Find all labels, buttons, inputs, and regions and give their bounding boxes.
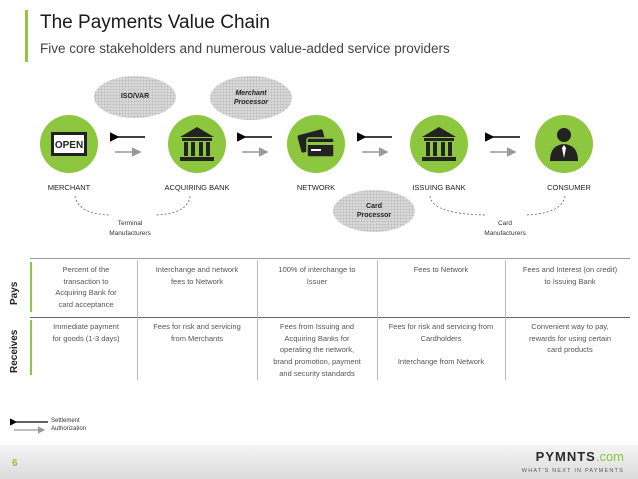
consumer-node [535, 115, 593, 173]
network-label: NETWORK [296, 183, 336, 192]
pays-cell-merchant: Percent of the transaction to Acquiring … [55, 265, 117, 309]
receives-label: Receives [9, 329, 20, 373]
issuing-bank-node [410, 115, 468, 173]
pymnts-logo: PYMNTS.com [535, 449, 624, 464]
footer-bar [0, 445, 638, 479]
column-divider [505, 260, 506, 380]
terminal-manufacturers-label: Terminal Manufacturers [109, 220, 151, 238]
card-processor-provider: Card Processor [333, 190, 415, 232]
svg-text:OPEN: OPEN [55, 140, 83, 151]
network-node [287, 115, 345, 173]
column-divider [257, 260, 258, 380]
pays-top-divider [30, 258, 630, 259]
pays-accent-bar [30, 262, 32, 312]
acquiring-bank-label: ACQUIRING BANK [164, 183, 230, 192]
bank-icon [180, 127, 214, 161]
receives-accent-bar [30, 320, 32, 375]
acquiring-bank-node [168, 115, 226, 173]
logo-tagline: WHAT'S NEXT IN PAYMENTS [521, 468, 624, 474]
legend-authorization: Authorization [51, 426, 87, 432]
pays-cell-acquiring-bank: Interchange and network fees to Network [155, 265, 239, 286]
receives-cell-network: Fees from Issuing and Acquiring Banks fo… [273, 322, 361, 378]
issuing-bank-label: ISSUING BANK [412, 183, 466, 192]
merchant-label: MERCHANT [47, 183, 91, 192]
receives-cell-issuing-bank: Fees for risk and servicing from Cardhol… [388, 322, 494, 366]
iso-var-provider: ISO/VAR [94, 76, 176, 118]
receives-cell-consumer: Convenient way to pay, rewards for using… [528, 322, 612, 355]
pays-cell-consumer: Fees and Interest (on credit) to Issuing… [522, 265, 618, 286]
receives-cell-acquiring-bank: Fees for risk and servicing from Merchan… [153, 322, 241, 343]
pays-cell-issuing-bank: Fees to Network [413, 265, 469, 274]
consumer-label: CONSUMER [547, 183, 591, 192]
pays-cell-network: 100% of interchange to Issuer [278, 265, 356, 286]
pays-label: Pays [9, 281, 20, 305]
person-icon [550, 128, 578, 161]
merchant-node: OPEN [40, 115, 98, 173]
open-sign-icon: OPEN [51, 132, 87, 156]
merchant-processor-provider: Merchant Processor [210, 76, 292, 120]
page-subtitle: Five core stakeholders and numerous valu… [40, 41, 450, 56]
page-title: The Payments Value Chain [40, 12, 270, 33]
title-accent-bar [25, 10, 28, 62]
pays-receives-divider [30, 317, 630, 318]
bank-icon [422, 127, 456, 161]
receives-cell-merchant: Immediate payment for goods (1-3 days) [52, 322, 120, 343]
cards-icon [297, 129, 335, 158]
column-divider [377, 260, 378, 380]
legend-settlement: Settlement [51, 418, 80, 424]
card-manufacturers-label: Card Manufacturers [484, 220, 526, 238]
column-divider [137, 260, 138, 380]
page-number: 6 [12, 458, 18, 469]
